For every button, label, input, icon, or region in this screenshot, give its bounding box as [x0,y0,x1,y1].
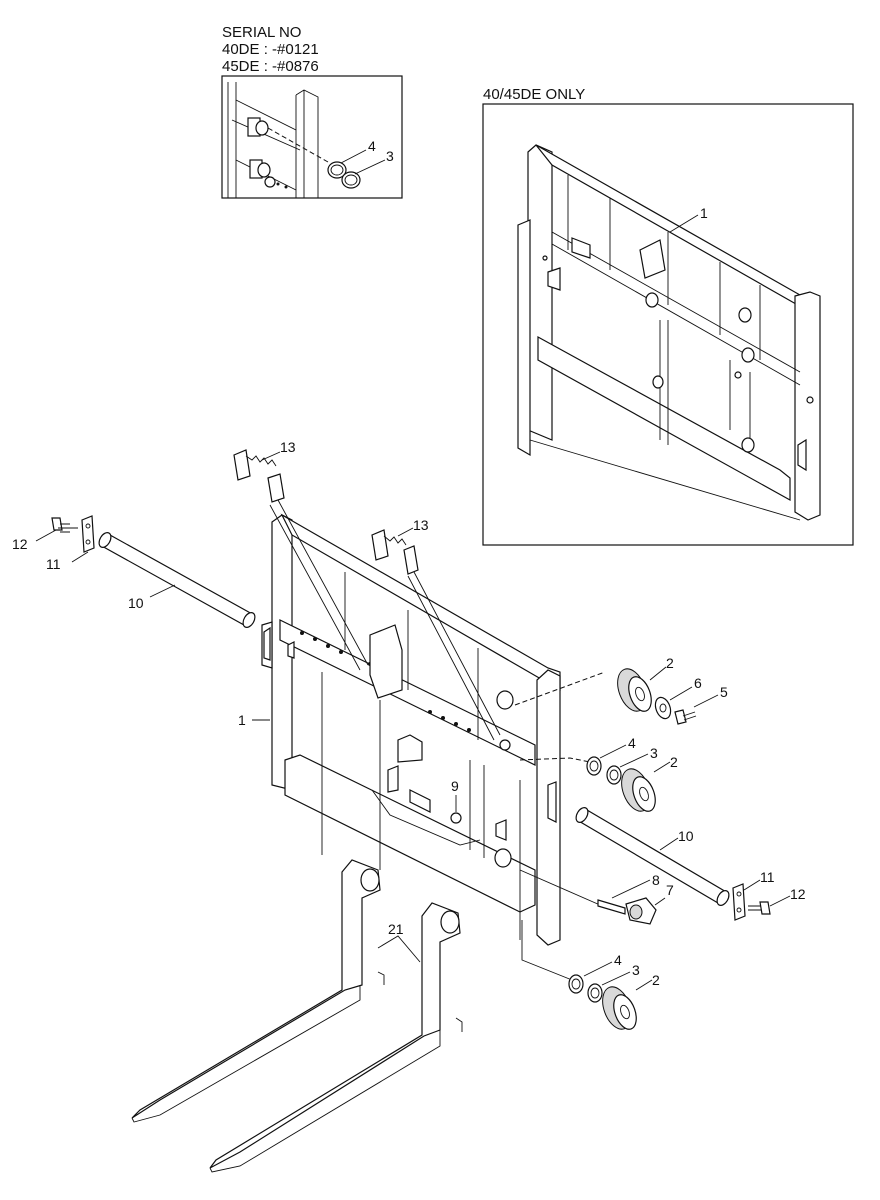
washer-4-middle: 4 [586,735,636,776]
serial-inset: SERIAL NO 40DE : -#0121 45DE : -#0876 4 … [221,24,403,199]
shim-3-lower: 3 [587,962,640,1003]
shaft-10-right: 10 [575,807,730,906]
callout-1-inset: 1 [700,205,708,221]
serial-line-45de: 45DE : -#0876 [222,58,319,75]
callout-11-left: 11 [46,556,61,572]
washer-4-inset [327,161,347,179]
bolt-12-left: 12 [12,517,78,552]
callout-3-lower: 3 [632,962,640,978]
callout-2-middle: 2 [670,754,678,770]
callout-7: 7 [666,882,674,898]
callout-8: 8 [652,872,660,888]
callout-3-middle: 3 [650,745,658,761]
callout-12-right: 12 [790,886,806,902]
bracket-11-left: 11 [46,515,95,572]
fork-21-right [209,902,463,1173]
washer-4-lower: 4 [568,952,622,994]
model-inset-heading: 40/45DE ONLY [483,86,585,103]
bracket-11-right: 11 [732,869,775,921]
shim-3-inset [341,171,361,189]
callout-5: 5 [720,684,728,700]
model-inset-frame [482,103,854,546]
model-inset: 40/45DE ONLY [482,86,854,546]
callout-10-left: 10 [128,595,144,611]
callout-4-lower: 4 [614,952,622,968]
callout-13-left: 13 [280,439,296,455]
callout-4-middle: 4 [628,735,636,751]
pin-8: 8 [597,872,660,915]
fork-carriage-1 [261,513,561,946]
roller-2-middle: 2 [621,754,678,812]
callout-9: 9 [451,778,459,794]
serial-inset-frame [221,75,403,199]
lock-spring-13-left: 13 [233,439,369,671]
callout-2-lower: 2 [652,972,660,988]
serial-heading: SERIAL NO [222,24,301,41]
callout-3-inset: 3 [386,148,394,164]
shim-3-middle: 3 [606,745,658,785]
serial-line-40de: 40DE : -#0121 [222,41,319,58]
callout-11-right: 11 [760,869,775,885]
callout-4-inset: 4 [368,138,376,154]
callout-10-right: 10 [678,828,694,844]
nut-9: 9 [450,778,462,824]
callout-1: 1 [238,712,246,728]
callout-6: 6 [694,675,702,691]
callout-21: 21 [388,921,404,937]
shaft-10-left: 10 [98,532,256,628]
callout-2-upper: 2 [666,655,674,671]
fork-21-left [131,859,385,1123]
bolt-5: 5 [674,684,728,725]
callout-13-right: 13 [413,517,429,533]
bolt-12-right: 12 [748,886,806,915]
callout-12-left: 12 [12,536,28,552]
washer-6: 6 [654,675,702,720]
lock-spring-13-right: 13 [371,517,501,741]
roller-2-lower: 2 [602,972,660,1030]
serial-inset-carriage-detail [227,82,329,198]
inset-carriage-frame [517,144,821,521]
roller-2-upper: 2 [617,655,674,712]
stopper-7: 7 [625,882,674,925]
